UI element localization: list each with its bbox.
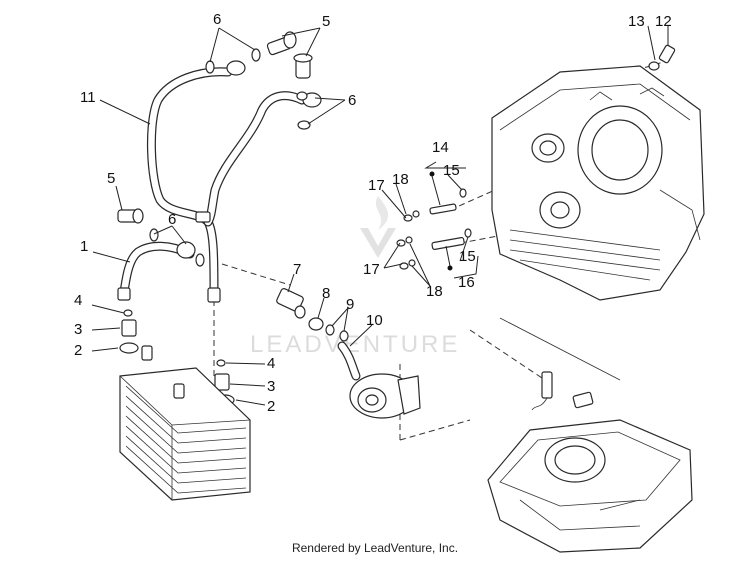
- footer-credit: Rendered by LeadVenture, Inc.: [291, 541, 459, 555]
- o-rings-8-9: [308, 317, 349, 342]
- callout-17: 17: [368, 177, 385, 194]
- callout-15: 15: [443, 162, 460, 179]
- callout-12: 12: [655, 13, 672, 30]
- watermark-text: LEADVENTURE: [250, 331, 460, 358]
- callout-11: 11: [80, 89, 96, 106]
- callout-8: 8: [322, 285, 330, 302]
- callout-9: 9: [346, 296, 354, 313]
- callout-3: 3: [74, 321, 82, 338]
- bolt-14: [429, 171, 457, 215]
- oil-level-sensor: [499, 317, 621, 411]
- pipe-10: [337, 341, 361, 381]
- fittings-left-stack: [119, 309, 139, 354]
- callout-5: 5: [107, 170, 115, 187]
- sealing-washers-6-left: [149, 228, 205, 267]
- callout-18: 18: [426, 283, 443, 300]
- callout-4: 4: [74, 292, 82, 309]
- oil-pump: [349, 373, 421, 419]
- oil-hose-11: [146, 67, 307, 303]
- sealing-washers-6-top: [205, 48, 322, 130]
- engine-crankcase: [491, 65, 705, 301]
- callout-10: 10: [366, 312, 383, 329]
- oil-sump: [487, 419, 693, 553]
- oil-cooler: [119, 345, 251, 501]
- callout-labels: 6 5 11 6 5 6 1 4 3 2 7 8 9 10 4 3 2 13 1…: [74, 11, 672, 415]
- sensor-12: [648, 44, 676, 71]
- callout-5: 5: [322, 13, 330, 30]
- callout-6: 6: [213, 11, 221, 28]
- leader-lines: [91, 25, 669, 406]
- callout-7: 7: [293, 261, 301, 278]
- callout-13: 13: [628, 13, 645, 30]
- bolt-16: [431, 236, 465, 271]
- washers-15-17-18: [396, 188, 472, 270]
- callout-15: 15: [459, 248, 476, 265]
- callout-4: 4: [267, 355, 275, 372]
- sensor-7: [276, 288, 306, 319]
- callout-1: 1: [80, 238, 88, 255]
- oil-hose-1: [117, 241, 195, 301]
- callout-14: 14: [432, 139, 449, 156]
- banjo-fitting-5-left: [117, 208, 144, 224]
- callout-18: 18: [392, 171, 409, 188]
- callout-6: 6: [168, 211, 176, 228]
- callout-2: 2: [74, 342, 82, 359]
- callout-6: 6: [348, 92, 356, 109]
- banjo-fitting-5-top: [266, 31, 313, 79]
- callout-3: 3: [267, 378, 275, 395]
- watermark: LEADVENTURE: [250, 196, 460, 358]
- callout-16: 16: [458, 274, 475, 291]
- callout-2: 2: [267, 398, 275, 415]
- callout-17: 17: [363, 261, 380, 278]
